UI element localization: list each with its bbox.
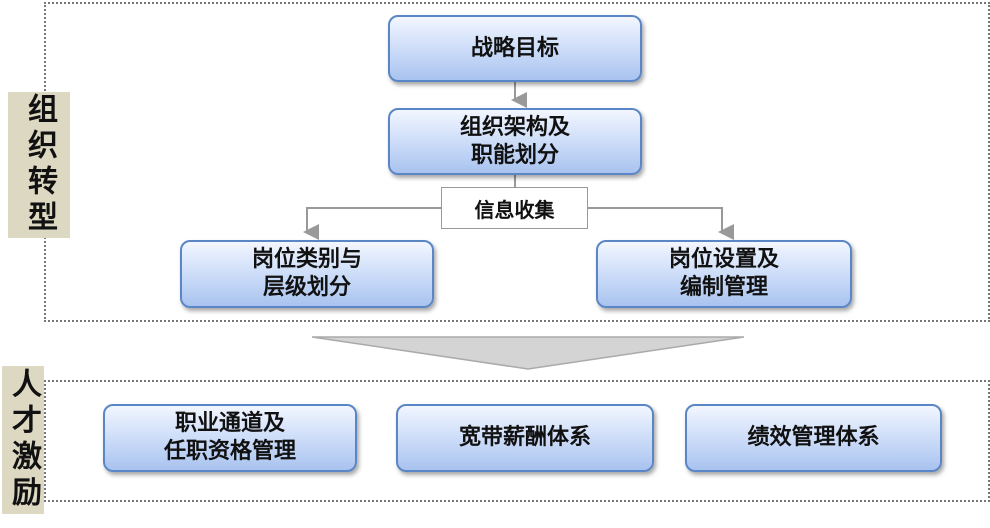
node-text: 岗位设置及 (668, 247, 779, 272)
node-structure: 组织架构及职能划分 (388, 108, 642, 175)
talent-incentive-region (44, 380, 990, 502)
node-text: 宽带薪酬体系 (458, 425, 591, 450)
node-text: 绩效管理体系 (747, 425, 880, 450)
section-label-text: 人才激励 (6, 368, 41, 512)
node-text: 岗位类别与 (251, 247, 362, 272)
node-performance: 绩效管理体系 (685, 404, 942, 472)
node-text: 任职资格管理 (163, 439, 296, 464)
node-strategy: 战略目标 (388, 15, 642, 82)
node-text: 战略目标 (470, 35, 559, 61)
node-text: 层级划分 (262, 275, 351, 300)
arrow-to-category (303, 207, 441, 240)
arrow-to-setting (587, 207, 734, 240)
node-broadband-pay: 宽带薪酬体系 (396, 404, 654, 472)
transition-arrow (311, 336, 745, 370)
node-text: 职能划分 (470, 142, 559, 168)
node-text: 职业通道及 (174, 411, 285, 436)
node-info-collection: 信息收集 (441, 187, 588, 229)
node-career-path: 职业通道及任职资格管理 (103, 404, 357, 472)
org-transformation-label: 组织转型 (8, 92, 70, 238)
node-position-category: 岗位类别与层级划分 (180, 240, 434, 308)
node-position-setting: 岗位设置及编制管理 (596, 240, 852, 308)
section-label-text: 组织转型 (22, 93, 57, 237)
node-text: 信息收集 (474, 197, 555, 222)
node-text: 组织架构及 (459, 114, 570, 140)
talent-incentive-label: 人才激励 (2, 366, 44, 514)
node-text: 编制管理 (679, 275, 768, 300)
